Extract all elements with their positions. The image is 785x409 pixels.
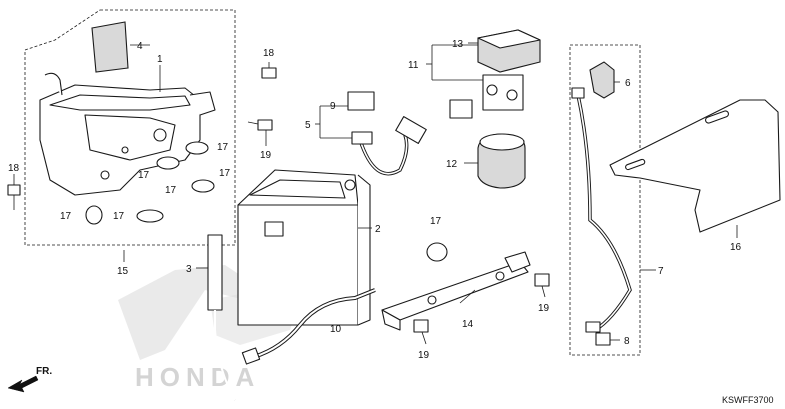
callout-1: 1 xyxy=(157,54,163,65)
callout-17-d: 17 xyxy=(165,185,177,196)
bolt-8 xyxy=(595,332,611,346)
grommets-left xyxy=(85,141,215,225)
callout-17-f: 17 xyxy=(113,211,125,222)
callout-17-e: 17 xyxy=(60,211,72,222)
forward-label: FR. xyxy=(36,366,52,377)
bolt-19-left xyxy=(247,119,273,131)
relay-cover-12 xyxy=(477,133,526,189)
callout-17-a: 17 xyxy=(217,142,229,153)
callout-6: 6 xyxy=(625,78,631,89)
bolt-19-holder-right xyxy=(534,273,550,287)
callout-2: 2 xyxy=(375,224,381,235)
group-7-cable-box xyxy=(569,44,641,356)
bolt-19-holder-left xyxy=(413,319,429,333)
battery-box-bracket xyxy=(39,72,216,196)
starter-relay-assembly xyxy=(449,29,541,119)
part-code: KSWFF3700 xyxy=(722,395,774,405)
callout-9: 9 xyxy=(330,101,336,112)
callout-17-g: 17 xyxy=(430,216,442,227)
bolt-18-top xyxy=(261,62,277,79)
callout-11: 11 xyxy=(408,60,419,71)
terminal-cover xyxy=(589,61,615,99)
callout-3: 3 xyxy=(186,264,192,275)
callout-19-left: 19 xyxy=(260,150,272,161)
callout-4: 4 xyxy=(137,41,143,52)
battery-vent-tube xyxy=(207,234,236,401)
forward-arrow: FR. xyxy=(7,366,52,393)
callout-19-bottom: 19 xyxy=(418,350,430,361)
callout-13: 13 xyxy=(452,39,464,50)
callout-5: 5 xyxy=(305,120,311,131)
callout-17-c: 17 xyxy=(219,168,231,179)
callout-17-b: 17 xyxy=(138,170,150,181)
honda-watermark-text: HONDA xyxy=(135,362,260,392)
starter-cable xyxy=(347,91,427,176)
callout-15: 15 xyxy=(117,266,129,277)
callout-12: 12 xyxy=(446,159,458,170)
battery xyxy=(237,169,371,326)
callout-8: 8 xyxy=(624,336,630,347)
callout-16: 16 xyxy=(730,242,742,253)
callout-18-left: 18 xyxy=(8,163,20,174)
callout-19-right: 19 xyxy=(538,303,550,314)
battery-negative-cable xyxy=(241,288,376,365)
battery-cover-sheet xyxy=(609,99,781,233)
callout-14: 14 xyxy=(462,319,474,330)
callout-18-top: 18 xyxy=(263,48,275,59)
group-15-bracket-box xyxy=(24,9,236,246)
leader-lines xyxy=(13,42,738,345)
battery-holder-bar xyxy=(381,251,531,331)
bolt-18-left xyxy=(7,184,21,210)
battery-pad xyxy=(91,21,129,73)
grommet-holder xyxy=(426,242,448,262)
callout-7: 7 xyxy=(658,266,664,277)
battery-positive-cable xyxy=(571,87,632,333)
callout-10: 10 xyxy=(330,324,342,335)
